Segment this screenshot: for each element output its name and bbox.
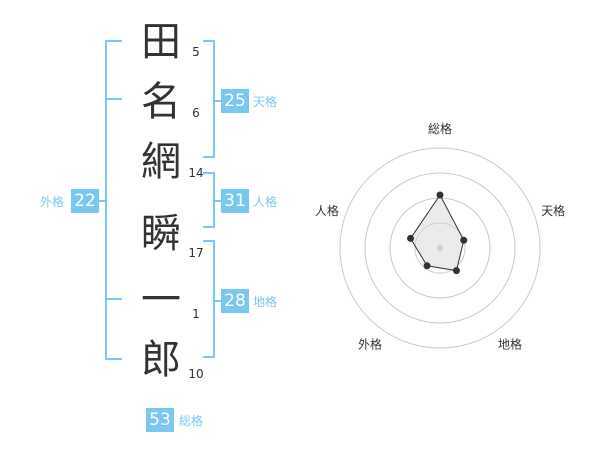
stroke-count-6: 10 <box>188 367 204 381</box>
radar-data-point <box>407 234 415 242</box>
radar-grid-ring <box>339 147 541 349</box>
radar-axis-label: 総格 <box>428 121 452 136</box>
radar-axis-label: 天格 <box>541 203 565 218</box>
jinkaku-bracket-top <box>203 172 215 174</box>
radar-data-point <box>423 262 431 270</box>
tenkaku-bracket-connector <box>214 100 222 102</box>
radar-grid-ring <box>414 222 466 274</box>
chikaku-bracket-connector <box>214 300 222 302</box>
soukaku-value-badge: 53 <box>146 408 174 432</box>
radar-data-point <box>436 191 444 199</box>
radar-axis-label: 人格 <box>315 203 339 218</box>
tenkaku-bracket-top <box>203 40 215 42</box>
radar-data-point <box>452 267 460 275</box>
chikaku-bracket-vertical <box>213 240 215 358</box>
gaikaku-label: 外格 <box>40 195 65 209</box>
stroke-count-5: 1 <box>192 307 200 321</box>
jinkaku-bracket-bottom <box>203 226 215 228</box>
name-char-2: 名 <box>141 79 181 125</box>
chikaku-value-badge: 28 <box>221 289 249 313</box>
name-char-6: 郎 <box>141 337 181 383</box>
radar-data-point <box>460 236 468 244</box>
gaikaku-bracket-top <box>105 40 122 42</box>
gaikaku-bracket-tick <box>105 298 122 300</box>
tenkaku-bracket-vertical <box>213 40 215 158</box>
jinkaku-bracket-connector <box>214 200 222 202</box>
jinkaku-value-badge: 31 <box>221 189 249 213</box>
stroke-count-2: 6 <box>192 106 200 120</box>
radar-axis-label: 外格 <box>358 336 382 351</box>
radar-series-polygon <box>409 194 465 272</box>
gaikaku-bracket-bottom <box>105 358 122 360</box>
tenkaku-label: 天格 <box>253 95 278 109</box>
soukaku-label: 総格 <box>179 414 204 428</box>
chikaku-bracket-bottom <box>203 356 215 358</box>
chikaku-bracket-top <box>203 240 215 242</box>
gaikaku-bracket-vertical <box>105 40 107 360</box>
name-char-4: 瞬 <box>141 211 181 257</box>
radar-grid-ring <box>364 172 516 324</box>
gaikaku-bracket-tick <box>105 98 122 100</box>
name-char-1: 田 <box>141 19 181 65</box>
tenkaku-bracket-bottom <box>203 156 215 158</box>
radar-axis-label: 地格 <box>498 336 522 351</box>
gaikaku-bracket-connector <box>99 200 106 202</box>
jinkaku-label: 人格 <box>253 195 278 209</box>
radar-center-dot <box>437 245 443 251</box>
name-char-3: 網 <box>141 139 181 185</box>
stroke-count-4: 17 <box>188 246 204 260</box>
name-char-5: 一 <box>141 277 181 323</box>
stroke-count-1: 5 <box>192 45 200 59</box>
tenkaku-value-badge: 25 <box>221 89 249 113</box>
gaikaku-value-badge: 22 <box>71 189 99 213</box>
chikaku-label: 地格 <box>253 295 278 309</box>
stroke-count-3: 14 <box>188 166 204 180</box>
